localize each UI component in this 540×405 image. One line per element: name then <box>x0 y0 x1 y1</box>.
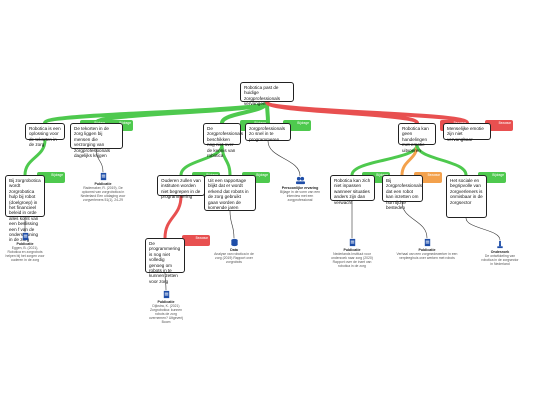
pro-tag: Bijdrage <box>242 172 270 183</box>
source-onderzoek[interactable]: Onderzoek De ontwikkeling van robotica i… <box>480 240 520 266</box>
document-icon <box>22 232 28 241</box>
source-publicatie[interactable]: Publicatie Rademaker, R. (2019), De opko… <box>77 172 129 202</box>
link-source <box>164 272 167 291</box>
claim-geen-emotie[interactable]: Robotica kan geen handelingen met emotie… <box>398 123 436 153</box>
pro-tag: Bijdrage <box>283 120 311 131</box>
source-type: Persoonlijke ervaring <box>281 186 319 190</box>
con-tag: Bezwaar <box>182 235 210 246</box>
document-icon <box>424 238 430 247</box>
source-type: Publicatie <box>16 242 34 246</box>
claim-tekorten-zorg[interactable]: De tekorten in de zorg liggen bij mensen… <box>70 123 123 158</box>
source-type: Onderzoek <box>490 250 510 254</box>
claim-oplossing-tekorten[interactable]: Robotica is een oplossing voor de tekort… <box>25 123 65 147</box>
premise-ouderen-programmering[interactable]: Ouderen zullen van instituten worden nie… <box>157 175 205 199</box>
users-icon <box>295 176 305 185</box>
claim-emotie-niet-vervangbaar[interactable]: Menselijke emotie zijn niet vervangbaar <box>443 123 491 142</box>
premise-sociale-zorgverleners[interactable]: Het sociale en begripvolle van zorgverle… <box>446 175 487 218</box>
link-source <box>95 148 104 173</box>
source-text: Analyse van robotica in de zorg (2019) R… <box>214 252 254 265</box>
premise-zorgrobotica-hulp[interactable]: Bij zorgrobotica wordt zorgrobotica hulp… <box>5 175 45 242</box>
document-icon <box>100 172 106 181</box>
claim-programmeren[interactable]: zorgprofessionals zo snel in te programm… <box>245 123 291 142</box>
link-source <box>401 201 428 239</box>
link-root-l1f <box>265 100 469 125</box>
source-text: Eggen, B. (2021), Robotica en zorgrobots… <box>5 246 45 263</box>
source-type: Publicatie <box>94 182 112 186</box>
source-text: De ontwikkeling van robotica in de zorgs… <box>481 254 519 267</box>
source-text: Verhaal van een zorgmedewerker in een ve… <box>396 252 458 261</box>
link-l1-l2 <box>220 143 232 177</box>
link-root-l1b <box>94 100 269 125</box>
link-source <box>465 217 501 241</box>
microscope-icon <box>497 240 503 249</box>
root-claim[interactable]: Robotica past de huidige zorgprofessiona… <box>240 82 294 106</box>
source-type: Publicatie <box>157 300 175 304</box>
source-publicatie[interactable]: Publicatie Eggen, B. (2021), Robotica en… <box>5 232 45 262</box>
database-icon <box>230 238 238 247</box>
source-text: Bijlage in de vorm van een interview met… <box>280 190 320 203</box>
link-l2-l3 <box>163 194 183 240</box>
document-icon <box>163 290 169 299</box>
source-publicatie[interactable]: Publicatie Nederlands Instituut voor ond… <box>330 238 374 268</box>
con-tag: Bezwaar <box>485 120 513 131</box>
source-type: Publicatie <box>343 248 361 252</box>
link-source <box>229 210 235 239</box>
source-type: Data <box>230 248 238 252</box>
source-text: Nederlands Instituut voor onderzoek naar… <box>331 252 373 269</box>
source-publicatie[interactable]: Publicatie Dijkstra, K. (2021) Zorgrobot… <box>146 290 186 325</box>
pro-tag: Bijdrage <box>478 172 506 183</box>
source-type: Publicatie <box>418 248 436 252</box>
premise-robot-inzetten[interactable]: Bij zorgprofessionals dat een robot kan … <box>382 175 423 210</box>
link-l1-l2 <box>23 138 47 177</box>
source-persoonlijke-ervaring[interactable]: Persoonlijke ervaring Bijlage in de vorm… <box>278 176 322 202</box>
pro-tag: Bijdrage <box>37 172 65 183</box>
source-text: Rademaker, R. (2019), De opkomst van zor… <box>80 186 126 203</box>
source-text: Dijkstra, K. (2021) Zorgrobotica: kunnen… <box>149 304 183 325</box>
link-l1-l2 <box>415 143 468 177</box>
claim-kennis-robotica[interactable]: De zorgprofessionals beschikken nog niet… <box>203 123 243 158</box>
premise-programmering-niet-volledig[interactable]: De programmering is nog niet volledig ge… <box>145 238 185 284</box>
link-source <box>267 140 301 177</box>
premise-rapportage[interactable]: Uit een rapportage blijkt dat er wordt e… <box>204 175 256 211</box>
premise-situaties-anders[interactable]: Robotica kan zich niet inpassen wanneer … <box>330 175 375 205</box>
objection-tag: Bezwaar <box>414 172 442 183</box>
source-data[interactable]: Data Analyse van robotica in de zorg (20… <box>212 238 256 264</box>
source-publicatie[interactable]: Publicatie Verhaal van een zorgmedewerke… <box>388 238 466 260</box>
document-icon <box>349 238 355 247</box>
